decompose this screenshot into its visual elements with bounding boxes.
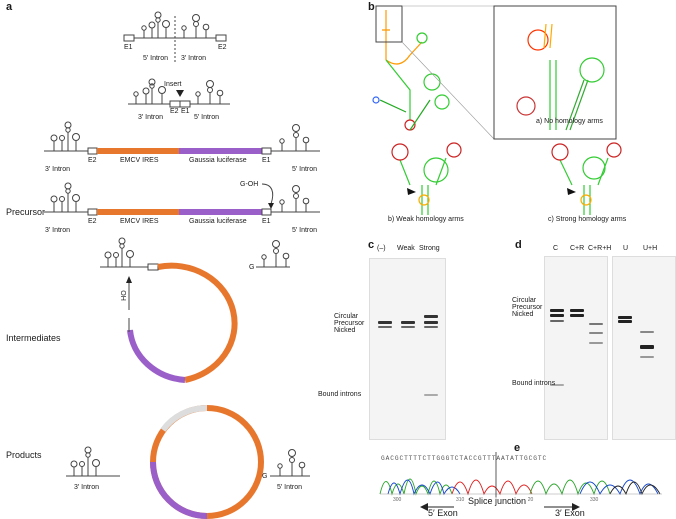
row2-insert: Insert [164,81,182,88]
int-oh: OH [118,290,126,301]
row1-e1: E1 [124,44,133,51]
gel-d-lane-uh: U+H [643,245,658,252]
row1-intron5: 5′ Intron [143,55,169,62]
caption-weak-homology: b) Weak homology arms [388,216,464,223]
panel-label-c: c [368,239,375,251]
panel-b-structures [372,5,622,215]
row4-e1: E1 [262,218,271,225]
hairpin-icon [141,11,210,38]
row3-ires: EMCV IRES [120,157,159,164]
exon-3-label: 3′ Exon [555,508,585,518]
row3-intron5: 5′ Intron [292,166,318,173]
prod-intron5: 5′ Intron [277,484,303,491]
exon-5-label: 5′ Exon [428,508,458,518]
gel-c-lane-strong: Strong [419,245,440,252]
row4-ires: EMCV IRES [120,218,159,225]
tick-330: 330 [590,497,599,503]
gel-c-label-circular: Circular [334,313,359,320]
exon-arrows [420,503,580,511]
gel-c-label-precursor: Precursor [334,320,365,327]
stage-intermediates: Intermediates [6,333,61,343]
gel-c-lane-weak: Weak [397,245,415,252]
splice-junction-label: Splice junction [466,496,529,506]
gel-d-lane-cr: C+R [570,245,585,252]
gel-d-label-bound: Bound introns [512,380,556,387]
panel-label-e: e [514,442,521,454]
gel-d-lane-u: U [623,245,629,252]
row1-e2: E2 [218,44,227,51]
panel-label-d: d [515,239,522,251]
tick-300: 300 [393,497,402,503]
int-g: G [249,264,255,271]
gel-d-bands [550,309,654,386]
caption-no-homology: a) No homology arms [536,118,603,125]
stage-precursor: Precursor [6,207,46,217]
row2-e2: E2 [170,108,179,115]
row4-luc: Gaussia luciferase [189,218,247,225]
panel-label-b: b [368,1,375,13]
row3-luc: Gaussia luciferase [189,157,247,164]
gel-d-label-nicked: Nicked [512,311,534,318]
gel-d-label-precursor: Precursor [512,304,543,311]
row4-intron3: 3′ Intron [45,227,71,234]
prod-intron3: 3′ Intron [74,484,100,491]
stage-products: Products [6,450,42,460]
row4-intron5: 5′ Intron [292,227,318,234]
row2-intron5: 5′ Intron [194,114,220,121]
chromatogram [379,452,662,498]
row4-goh: G-OH [240,181,259,188]
row2-e1: E1 [181,108,190,115]
panel-a-schematic [44,11,320,519]
tick-320: 320 [525,497,534,503]
gel-d-lane-c: C [553,245,559,252]
tick-310: 310 [456,497,465,503]
row1-intron3: 3′ Intron [181,55,207,62]
gel-d-left [544,256,608,440]
caption-strong-homology: c) Strong homology arms [548,216,627,223]
gel-c-label-bound: Bound introns [318,391,362,398]
row3-e1: E1 [262,157,271,164]
row3-e2: E2 [88,157,97,164]
gel-c-label-nicked: Nicked [334,327,356,334]
row3-intron3: 3′ Intron [45,166,71,173]
row4-e2: E2 [88,218,97,225]
gel-d-lane-crh: C+R+H [588,245,612,252]
sequence-read: GACGCTTTTCTTGGGTCTACCGTTTAATATTGCGTC [381,455,548,462]
panel-label-a: a [6,1,13,13]
gel-d-label-circular: Circular [512,297,537,304]
row2-intron3: 3′ Intron [138,114,164,121]
gel-c-bands [378,315,438,396]
gel-c [369,258,446,440]
gel-c-lane-neg: (–) [377,245,386,252]
prod-g: G [262,473,268,480]
